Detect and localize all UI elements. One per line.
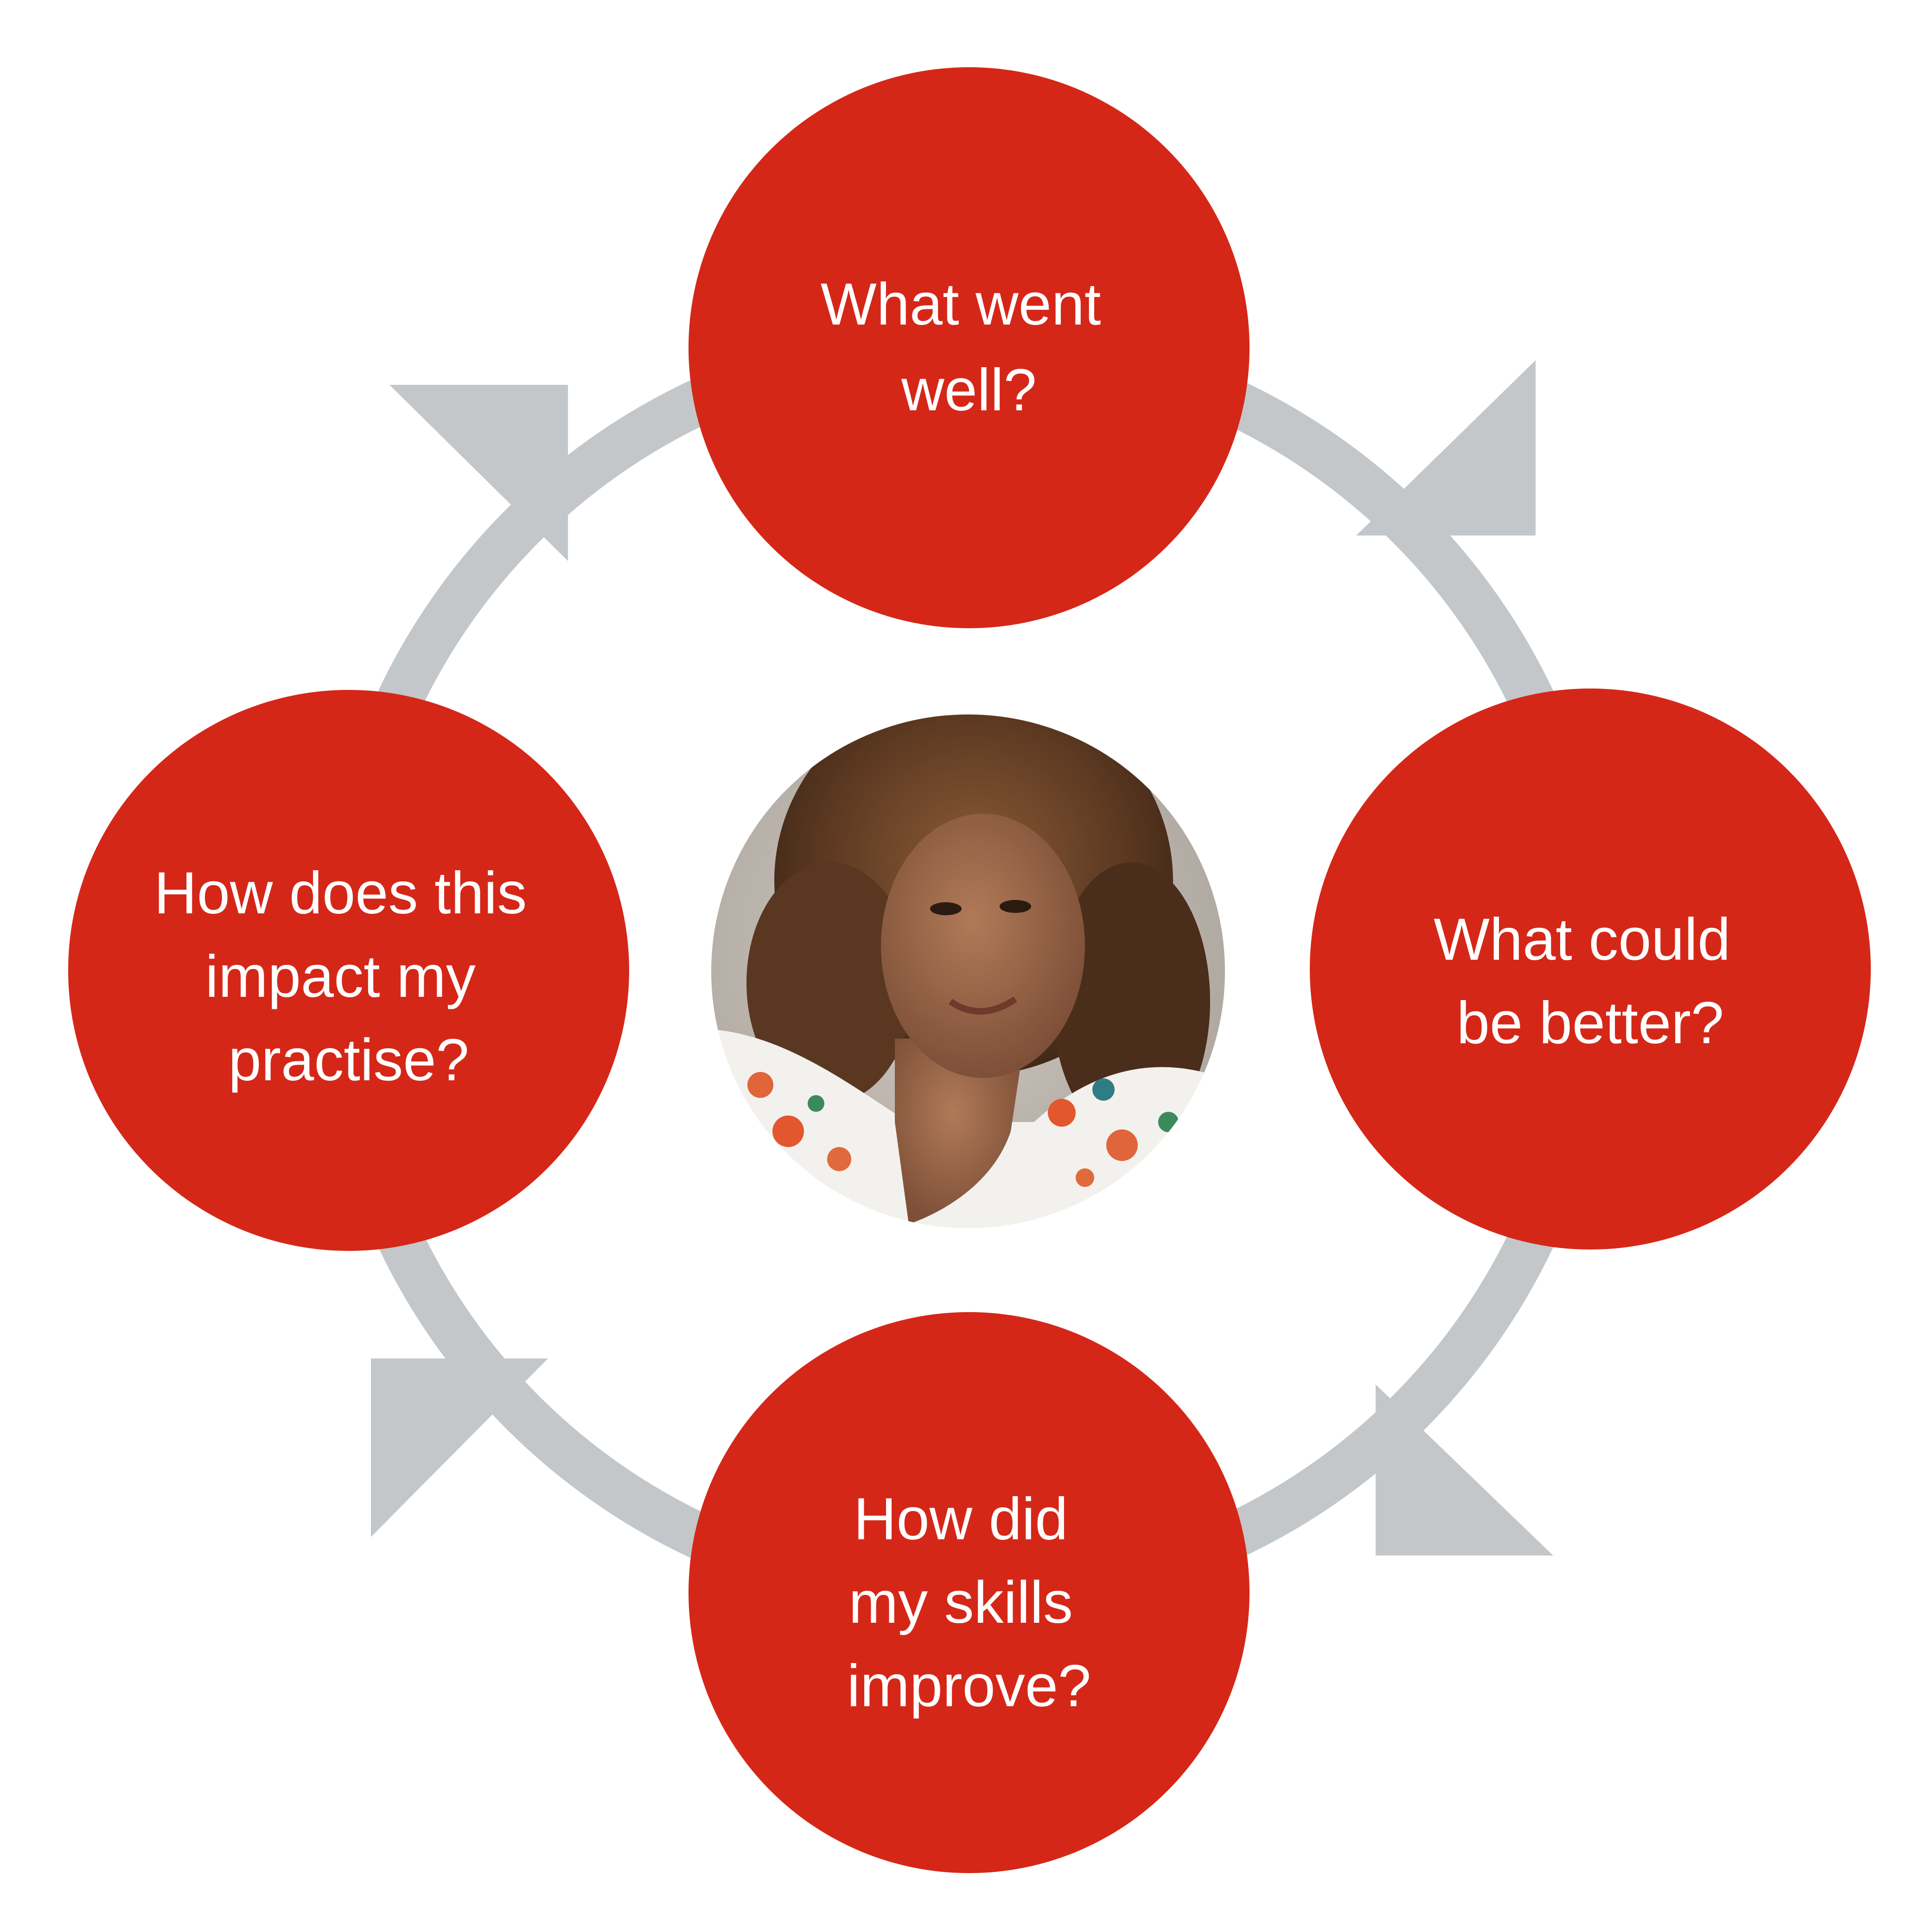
svg-text:How did my skills: How did my skills improve? bbox=[847, 1486, 1091, 1719]
node-label-line: practise? bbox=[228, 1027, 469, 1093]
svg-text:What could be better?: What could be better? bbox=[1434, 906, 1747, 1056]
node-circle bbox=[1310, 689, 1871, 1250]
node-label-line: well? bbox=[901, 357, 1037, 423]
node-circle bbox=[689, 1312, 1250, 1873]
node-circle bbox=[689, 67, 1250, 628]
node-label-line: How does this bbox=[154, 860, 527, 926]
node-how-did-my-skills-improve: How did my skills improve? bbox=[689, 1312, 1250, 1873]
svg-text:How does this impact my: How does this impact my practise? bbox=[154, 860, 543, 1093]
center-photo-frame bbox=[710, 714, 1226, 1229]
svg-text:What went well?: What went well? bbox=[821, 271, 1117, 423]
node-label-line: be better? bbox=[1457, 990, 1724, 1056]
neck bbox=[895, 1039, 1025, 1224]
node-label-line: What went bbox=[821, 271, 1101, 338]
smile bbox=[949, 996, 1017, 1015]
node-what-went-well: What went well? bbox=[689, 67, 1250, 628]
node-label-line: What could bbox=[1434, 906, 1730, 973]
arrow-top-right-icon bbox=[1356, 360, 1536, 536]
cycle-arrows bbox=[371, 360, 1553, 1556]
center-photo bbox=[711, 714, 1225, 1229]
arrow-bottom-right-icon bbox=[1376, 1384, 1553, 1556]
node-label-line: my skills bbox=[848, 1569, 1073, 1636]
arrow-top-left-icon bbox=[389, 385, 568, 561]
eye-left bbox=[930, 902, 962, 915]
hair-left bbox=[746, 862, 913, 1103]
node-circle bbox=[68, 690, 629, 1251]
node-how-does-this-impact-my-practise: How does this impact my practise? bbox=[68, 690, 629, 1251]
arrow-bottom-left-icon bbox=[371, 1358, 548, 1537]
node-label-line: impact my bbox=[205, 944, 476, 1010]
node-label-line: improve? bbox=[847, 1653, 1091, 1719]
node-label-line: How did bbox=[854, 1486, 1068, 1552]
eye-right bbox=[1000, 900, 1031, 913]
face bbox=[881, 814, 1085, 1078]
node-what-could-be-better: What could be better? bbox=[1310, 689, 1871, 1250]
